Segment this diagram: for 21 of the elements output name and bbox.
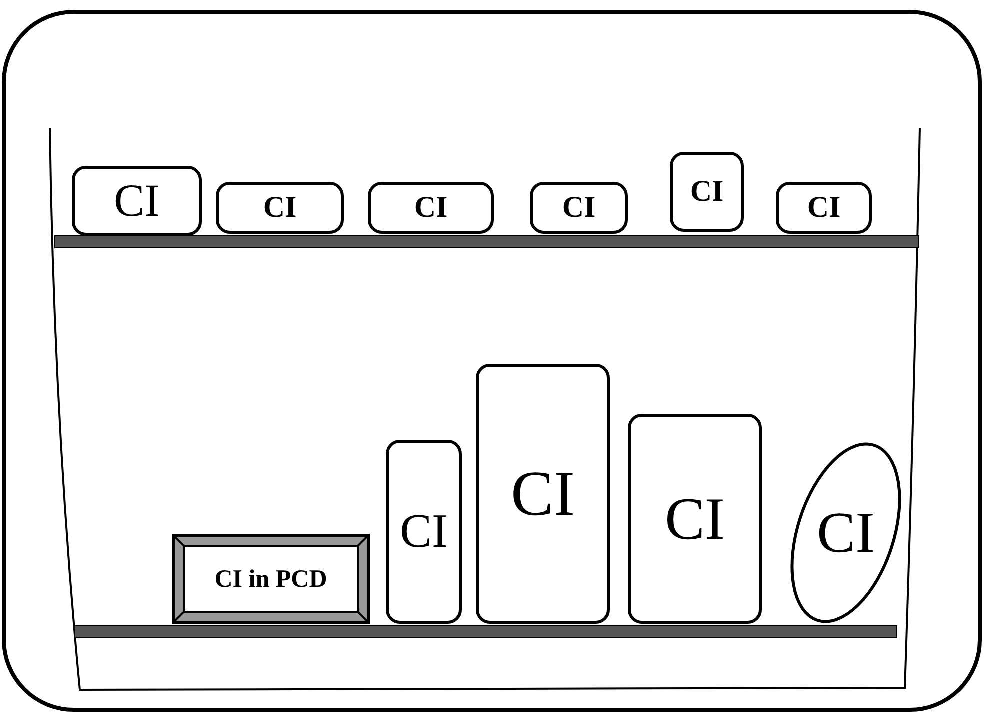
item-box bbox=[476, 364, 610, 624]
item-box bbox=[368, 182, 494, 234]
item-label: CI bbox=[114, 178, 160, 224]
item-box bbox=[776, 182, 872, 234]
item-label: CI bbox=[263, 193, 297, 223]
framed-box bbox=[172, 534, 370, 624]
item-box bbox=[628, 414, 762, 624]
item-label: CI bbox=[414, 193, 448, 223]
item-label: CI bbox=[665, 489, 725, 549]
item-label: CI bbox=[807, 193, 841, 223]
item-label: CI bbox=[562, 193, 596, 223]
item-box bbox=[72, 166, 202, 236]
item-label: CI in PCD bbox=[214, 566, 328, 592]
item-box bbox=[216, 182, 344, 234]
item-label: CI bbox=[690, 177, 724, 207]
item-box bbox=[670, 152, 744, 232]
item-box bbox=[386, 440, 462, 624]
item-label: CI bbox=[511, 462, 575, 526]
item-label: CI bbox=[817, 504, 875, 562]
item-box bbox=[530, 182, 628, 234]
item-label: CI bbox=[400, 508, 448, 556]
